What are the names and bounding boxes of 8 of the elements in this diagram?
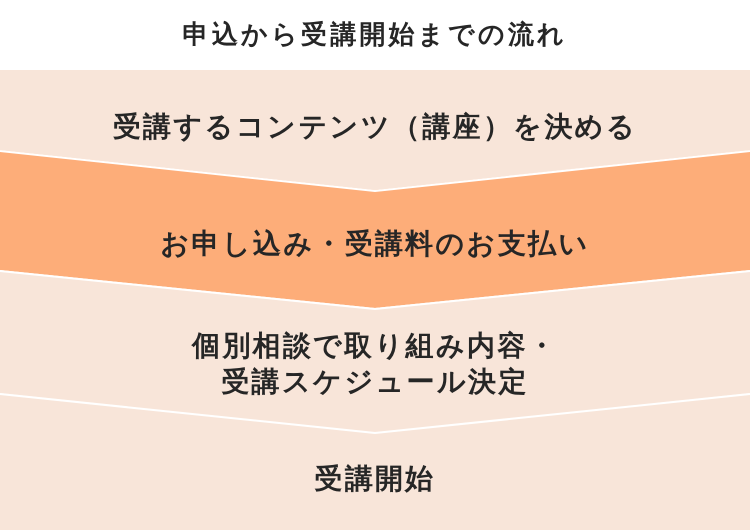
step-label: 受講するコンテンツ（講座）を決める [112, 110, 638, 144]
chevron-step-band [0, 150, 750, 308]
step-label: お申し込み・受講料のお支払い [160, 227, 590, 261]
chevron-step-band [0, 70, 750, 190]
title: 申込から受講開始までの流れ [182, 18, 568, 52]
chevron-step-band [0, 270, 750, 433]
step-label: 個別相談で取り組み内容・受講スケジュール決定 [190, 329, 559, 399]
step-label: 受講開始 [314, 462, 436, 496]
